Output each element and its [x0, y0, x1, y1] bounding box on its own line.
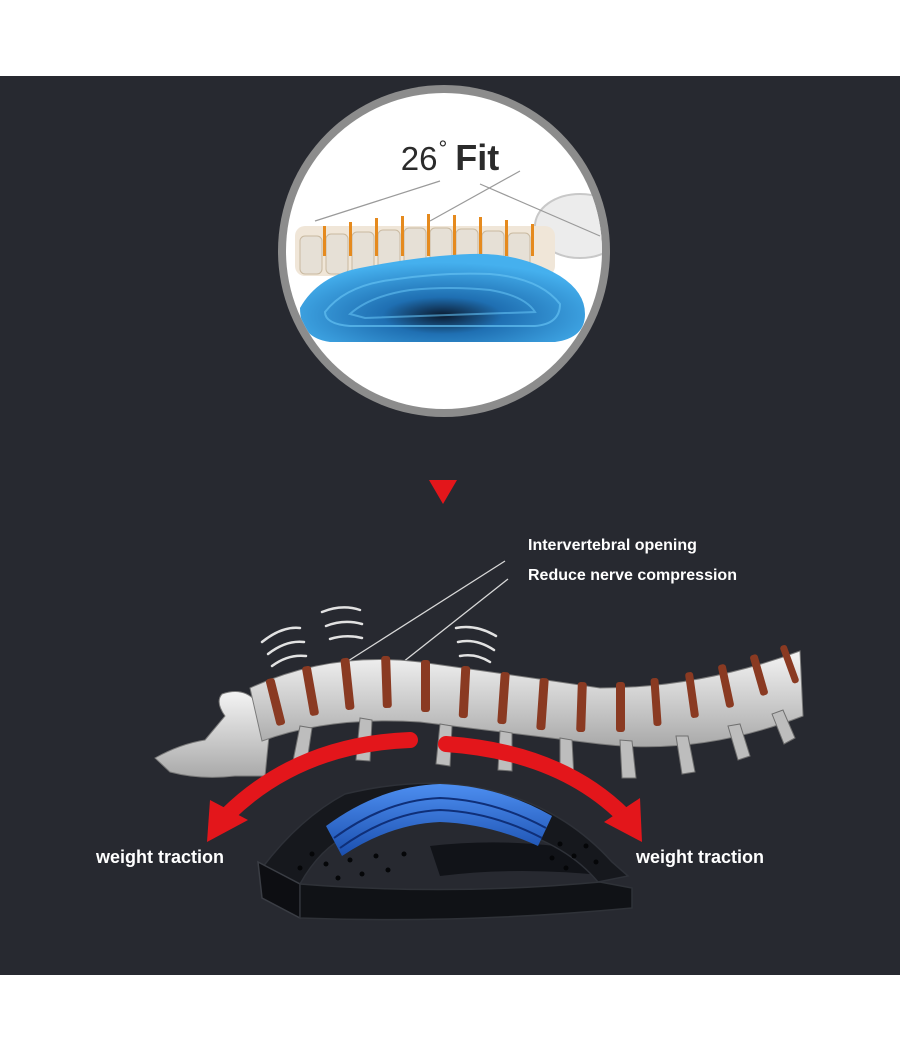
callout-leader-1 — [347, 560, 506, 662]
down-arrow-icon — [429, 480, 457, 504]
callout-intervertebral: Intervertebral opening — [528, 537, 697, 554]
callout-leader-2 — [397, 578, 509, 667]
product-illustration — [154, 85, 804, 921]
traction-label-right: weight traction — [636, 847, 765, 867]
fit-badge — [278, 85, 610, 417]
back-stretcher-device — [257, 782, 633, 921]
spine-illustration — [154, 645, 804, 779]
traction-arrows — [207, 732, 642, 842]
badge-spine-closeup — [295, 170, 602, 342]
traction-label-left: weight traction — [96, 847, 225, 867]
right-traction-arrow-icon — [438, 736, 632, 824]
callout-nerve: Reduce nerve compression — [528, 567, 737, 584]
product-panel: 26°Fit Intervertebral opening Reduce ner… — [0, 76, 900, 975]
vibration-waves-icon — [260, 606, 498, 668]
left-traction-arrow-icon — [220, 732, 418, 822]
